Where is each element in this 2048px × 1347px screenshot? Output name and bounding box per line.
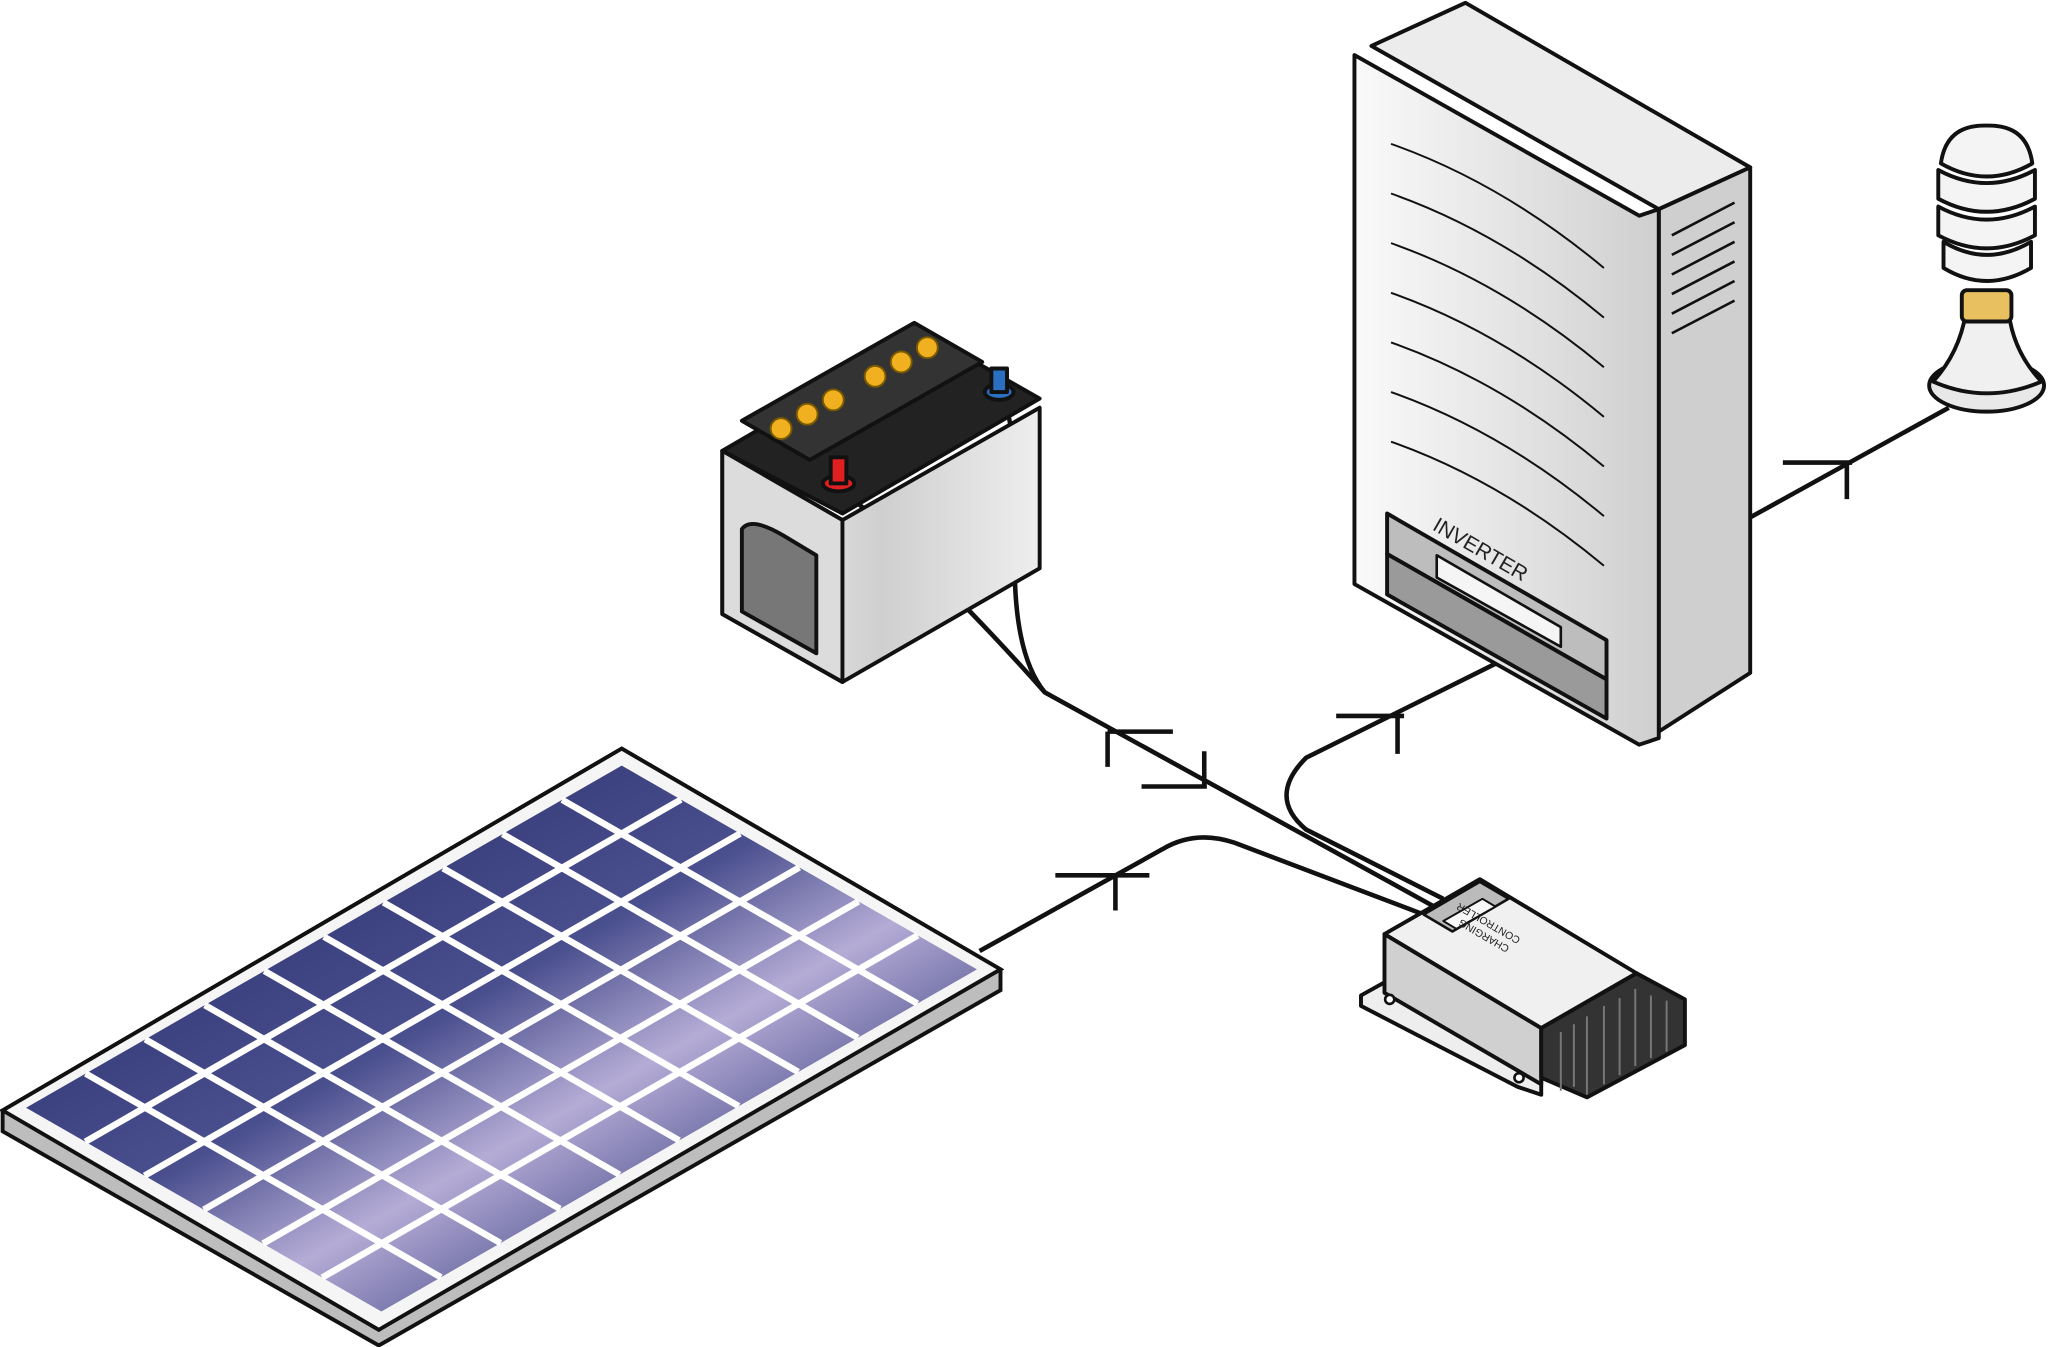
panel-grid-line [381, 899, 741, 1110]
panel-grid-line [322, 933, 681, 1144]
inverter: INVERTER [1352, 0, 1753, 747]
inverter-vents [1671, 201, 1736, 335]
negative-terminal [982, 366, 1016, 402]
panel-grid-line [84, 1070, 443, 1281]
positive-terminal [820, 455, 857, 494]
panel-grid-line [441, 865, 800, 1075]
wire-panel-to-controller [978, 835, 1425, 954]
panel-grid-line [203, 1002, 562, 1212]
solar-panel [0, 746, 1005, 1347]
light-bulb [1927, 123, 2047, 414]
battery [720, 320, 1042, 684]
wire-controller-to-inverter [1284, 661, 1497, 901]
panel-grid-line [560, 796, 920, 1007]
panel-grid-line [143, 1036, 503, 1246]
battery-caps [769, 336, 939, 441]
heatsink-fins [1559, 988, 1668, 1095]
flow-arrows [1055, 460, 1853, 911]
panel-grid-line [262, 968, 622, 1178]
inverter-front-lines [1390, 142, 1605, 567]
charging-controller: CHARGING CONTROLLER [1359, 877, 1687, 1100]
panel-grid-line [500, 831, 860, 1041]
